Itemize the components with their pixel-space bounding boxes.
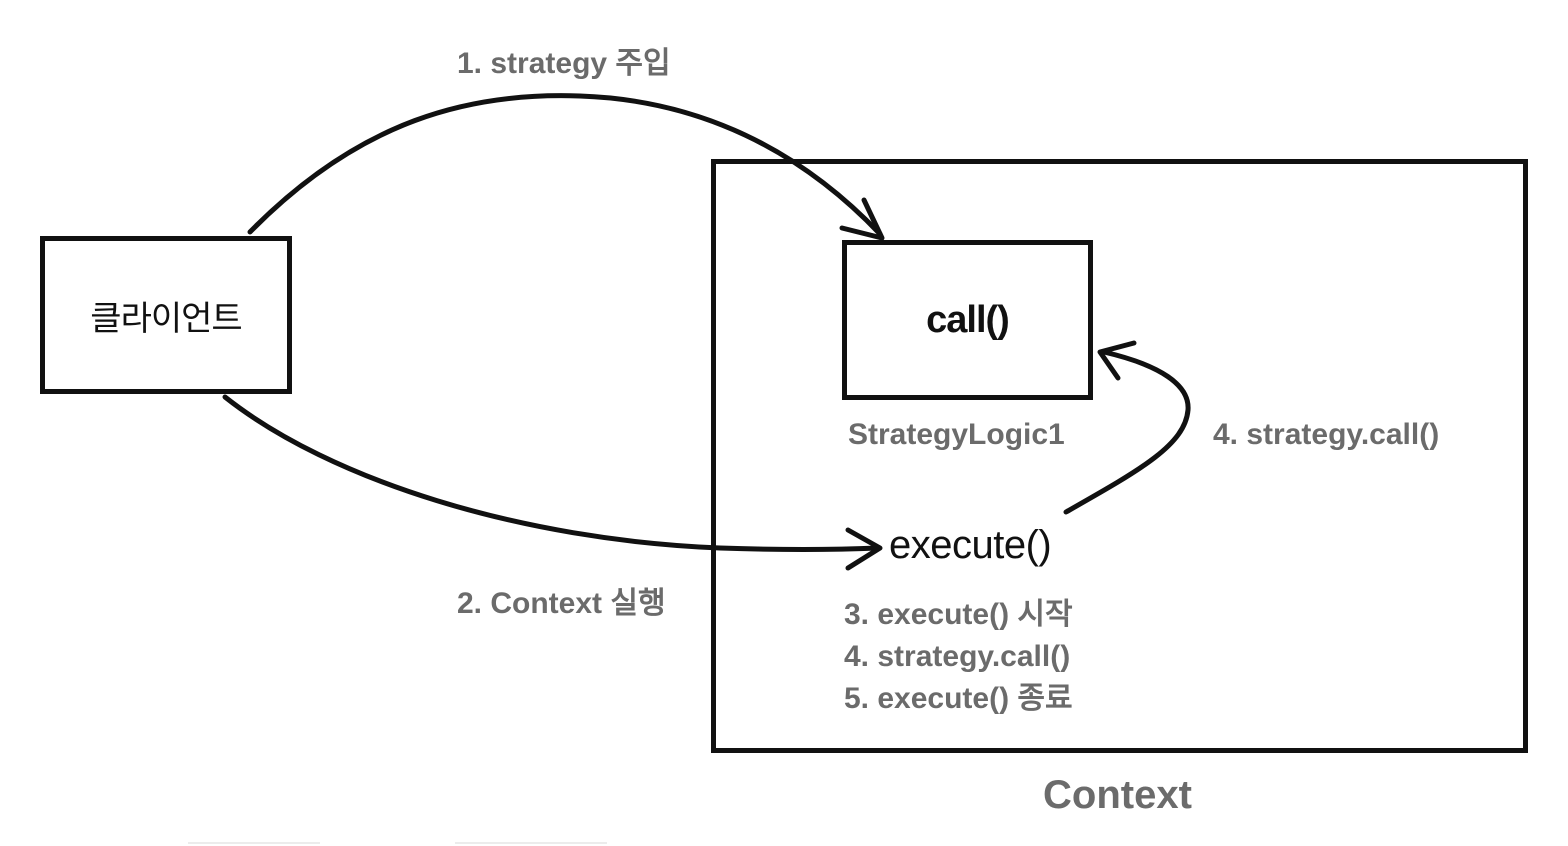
flow-step: 3. execute() 시작 — [844, 598, 1073, 631]
execute-label: execute() — [889, 523, 1052, 567]
strategy-call-label: call() — [926, 298, 1010, 341]
flow-steps-list: 3. execute() 시작 4. strategy.call() 5. ex… — [844, 594, 1073, 720]
client-label: 클라이언트 — [90, 298, 242, 339]
flow-step: 4. strategy.call() — [844, 640, 1071, 673]
inject-arrow-label: 1. strategy 주입 — [457, 47, 671, 80]
client-box: 클라이언트 — [40, 236, 292, 394]
run-arrow-label: 2. Context 실행 — [457, 587, 666, 620]
strategy-box: call() — [842, 240, 1093, 400]
context-box — [711, 159, 1528, 753]
call-arrow-label: 4. strategy.call() — [1213, 418, 1440, 451]
context-label: Context — [1043, 773, 1192, 817]
strategy-name-label: StrategyLogic1 — [848, 418, 1065, 451]
bottom-divider — [455, 842, 607, 844]
bottom-divider — [188, 842, 320, 844]
flow-step: 5. execute() 종료 — [844, 682, 1073, 715]
